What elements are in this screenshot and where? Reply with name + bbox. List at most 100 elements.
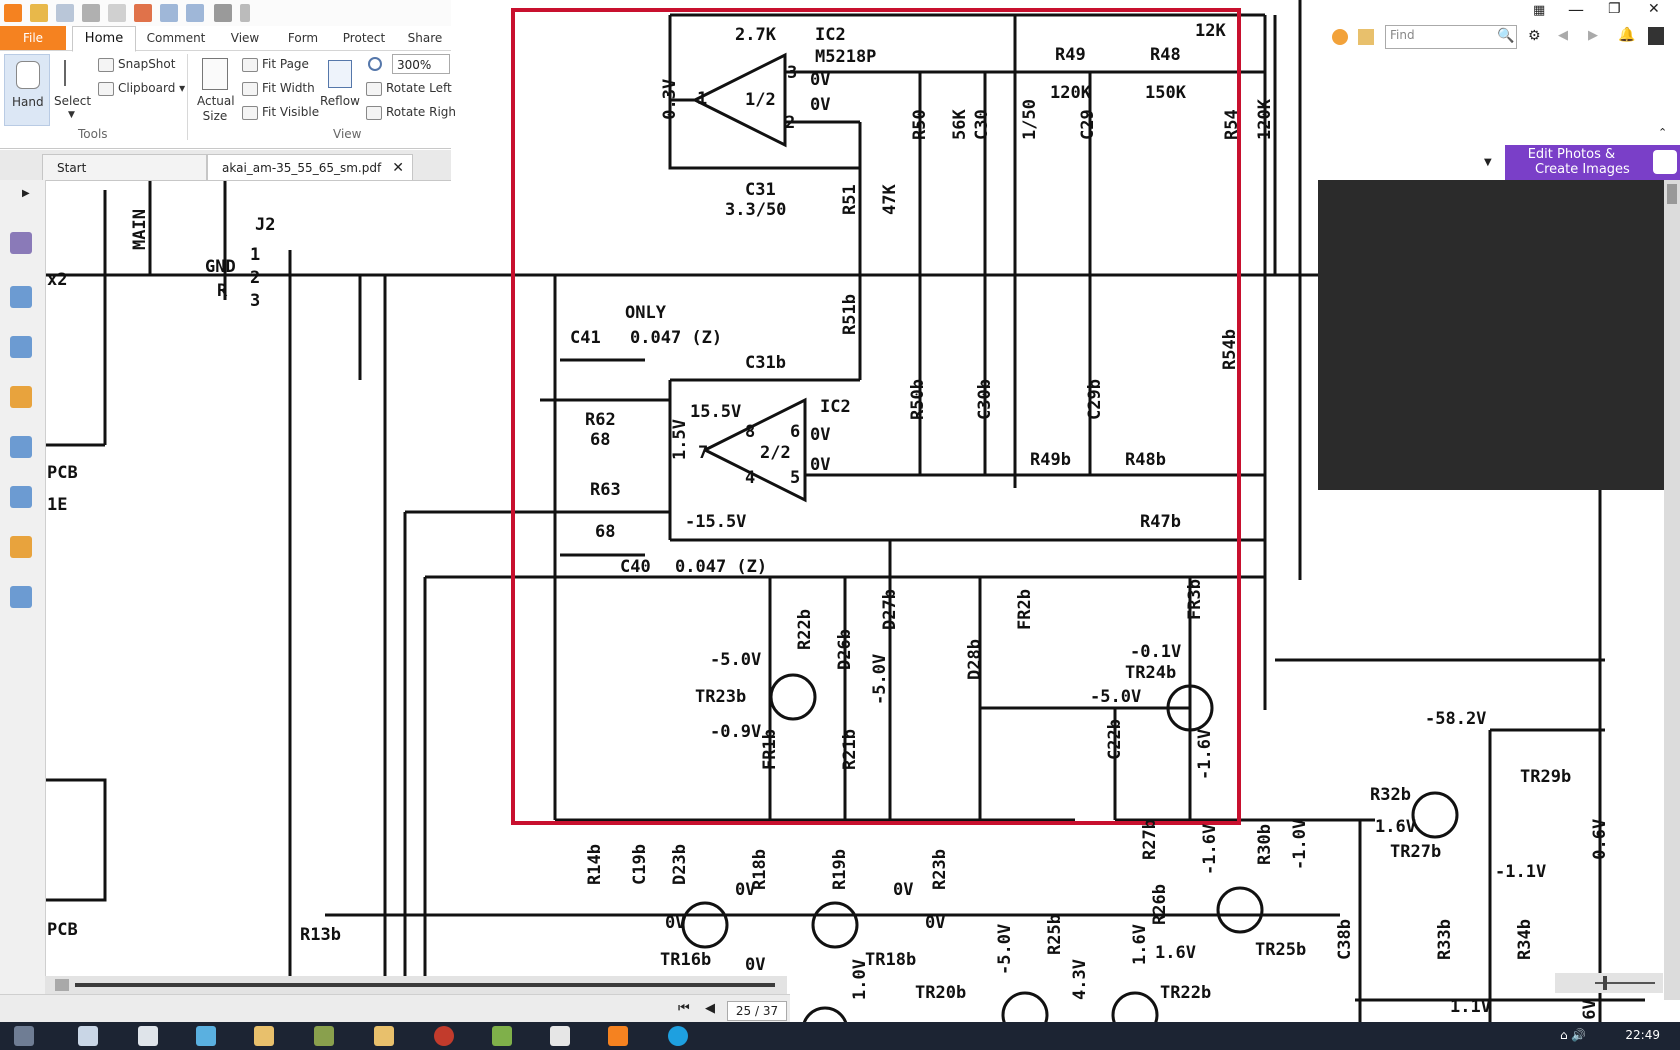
schem-label: 68 (595, 522, 615, 542)
redo-icon[interactable] (186, 4, 204, 22)
attachments-icon[interactable] (10, 436, 32, 458)
zoom-slider-thumb[interactable] (1603, 976, 1607, 990)
schematic-page: 2.7K IC2 M5218P 12K R49 R48 120K 150K -0… (45, 0, 1680, 1022)
schem-label: 56K (950, 109, 970, 140)
tab-protect[interactable]: Protect (342, 31, 386, 45)
tray-icons[interactable]: ⌂ 🔊 (1560, 1028, 1587, 1042)
schem-label: -1.0V (1290, 819, 1310, 870)
schem-label: 1.5V (670, 419, 690, 460)
actual-size-button[interactable]: Actual Size (193, 54, 237, 124)
rotate-right-button[interactable]: Rotate Righ (366, 105, 456, 120)
hand-tool-button[interactable]: Hand (4, 54, 50, 126)
bookmarks-icon[interactable] (10, 232, 32, 254)
tab-start[interactable]: Start (42, 154, 207, 180)
grid-icon[interactable]: ▦ (1533, 3, 1546, 18)
print-icon[interactable] (82, 4, 100, 22)
expand-panel-icon[interactable]: ▶ (22, 188, 30, 199)
schem-label: TR16b (660, 950, 711, 970)
fit-page-icon (242, 57, 258, 72)
chevron-down-icon[interactable]: ▼ (68, 110, 75, 120)
skype-icon[interactable] (668, 1026, 688, 1046)
explorer-icon[interactable] (374, 1026, 394, 1046)
tab-view[interactable]: View (230, 31, 260, 45)
media-player-icon[interactable] (434, 1026, 454, 1046)
tab-form[interactable]: Form (287, 31, 319, 45)
restore-icon[interactable]: ❐ (1608, 1, 1621, 17)
folder-search-icon[interactable] (1358, 29, 1374, 45)
monitor-icon[interactable] (196, 1026, 216, 1046)
scroll-thumb[interactable] (1667, 184, 1677, 204)
page-number-input[interactable]: 25 / 37 (727, 1001, 787, 1021)
start-icon[interactable] (14, 1026, 34, 1046)
zoom-out-icon[interactable] (368, 57, 382, 71)
scroll-thumb[interactable] (55, 979, 69, 991)
vertical-scrollbar[interactable] (1664, 180, 1680, 1000)
save-icon[interactable] (56, 4, 74, 22)
select-tool-button[interactable]: Select ▼ (52, 54, 96, 124)
schem-label: -5.0V (870, 654, 890, 705)
chevron-down-icon[interactable] (240, 4, 250, 22)
tab-share[interactable]: Share (407, 31, 443, 45)
chart-app-icon[interactable] (314, 1026, 334, 1046)
app-icon[interactable] (254, 1026, 274, 1046)
undo-icon[interactable] (160, 4, 178, 22)
schem-label: FR2b (1015, 589, 1035, 630)
back-icon[interactable]: ◀ (1558, 28, 1568, 43)
fit-visible-button[interactable]: Fit Visible (242, 105, 319, 120)
pages-icon[interactable] (10, 286, 32, 308)
signatures-icon[interactable] (10, 486, 32, 508)
hand-tool-icon[interactable] (214, 4, 232, 22)
minimize-icon[interactable]: — (1568, 0, 1584, 19)
reflow-button[interactable]: Reflow (318, 54, 362, 124)
edit-photos-banner[interactable]: Edit Photos & Create Images (1505, 145, 1680, 180)
schem-label: R30b (1255, 824, 1275, 865)
fit-page-button[interactable]: Fit Page (242, 57, 309, 72)
forward-icon[interactable]: ▶ (1588, 28, 1598, 43)
close-window-icon[interactable]: ✕ (1648, 1, 1660, 17)
schem-label: C19b (630, 844, 650, 885)
new-icon[interactable] (134, 4, 152, 22)
schem-label: R63 (590, 480, 621, 500)
tab-comment[interactable]: Comment (146, 31, 206, 45)
calendar-icon[interactable] (138, 1026, 158, 1046)
ribbon: File Home Comment View Form Protect Shar… (0, 0, 456, 149)
fit-width-button[interactable]: Fit Width (242, 81, 315, 96)
zoom-input[interactable]: 300% (392, 54, 450, 74)
clipboard-button[interactable]: Clipboard ▾ (98, 81, 185, 96)
close-icon[interactable]: ✕ (392, 160, 404, 176)
horizontal-scrollbar[interactable] (45, 976, 787, 994)
chevron-up-icon[interactable]: ⌃ (1658, 126, 1668, 139)
fill-sign-icon[interactable] (10, 586, 32, 608)
tab-document[interactable]: akai_am-35_55_65_sm.pdf ✕ (207, 154, 413, 180)
layers-icon[interactable] (10, 336, 32, 358)
schem-label: 5 (790, 468, 800, 488)
chevron-down-icon[interactable]: ▼ (1484, 157, 1492, 168)
previous-page-icon[interactable]: ◀ (705, 1001, 715, 1016)
user-icon[interactable] (1648, 27, 1664, 45)
schem-label: 15.5V (690, 402, 741, 422)
gear-icon[interactable]: ⚙ (1528, 28, 1541, 44)
schem-label: R19b (830, 849, 850, 890)
zoom-slider[interactable] (1555, 973, 1663, 993)
tab-home[interactable]: Home (72, 26, 136, 52)
folder-icon[interactable] (492, 1026, 512, 1046)
comments-icon[interactable] (10, 386, 32, 408)
open-folder-icon[interactable] (30, 4, 48, 22)
rotate-left-button[interactable]: Rotate Left (366, 81, 452, 96)
search-icon[interactable]: 🔍 (1497, 28, 1515, 44)
schem-label: D26b (835, 629, 855, 670)
bell-icon[interactable]: 🔔 (1618, 27, 1636, 43)
schem-label: 4.3V (1070, 959, 1090, 1000)
tab-file[interactable]: File (0, 26, 66, 50)
notepad-icon[interactable] (78, 1026, 98, 1046)
heart-icon[interactable] (1332, 29, 1348, 45)
first-page-icon[interactable]: ⏮ (678, 1001, 690, 1016)
pdf-reader-icon[interactable] (608, 1026, 628, 1046)
fit-width-icon (242, 81, 258, 96)
schem-label: -1.6V (1195, 729, 1215, 780)
scan-icon[interactable] (108, 4, 126, 22)
find-input[interactable] (1385, 25, 1517, 49)
snapshot-button[interactable]: SnapShot (98, 57, 175, 72)
calculator-icon[interactable] (550, 1026, 570, 1046)
security-lock-icon[interactable] (10, 536, 32, 558)
